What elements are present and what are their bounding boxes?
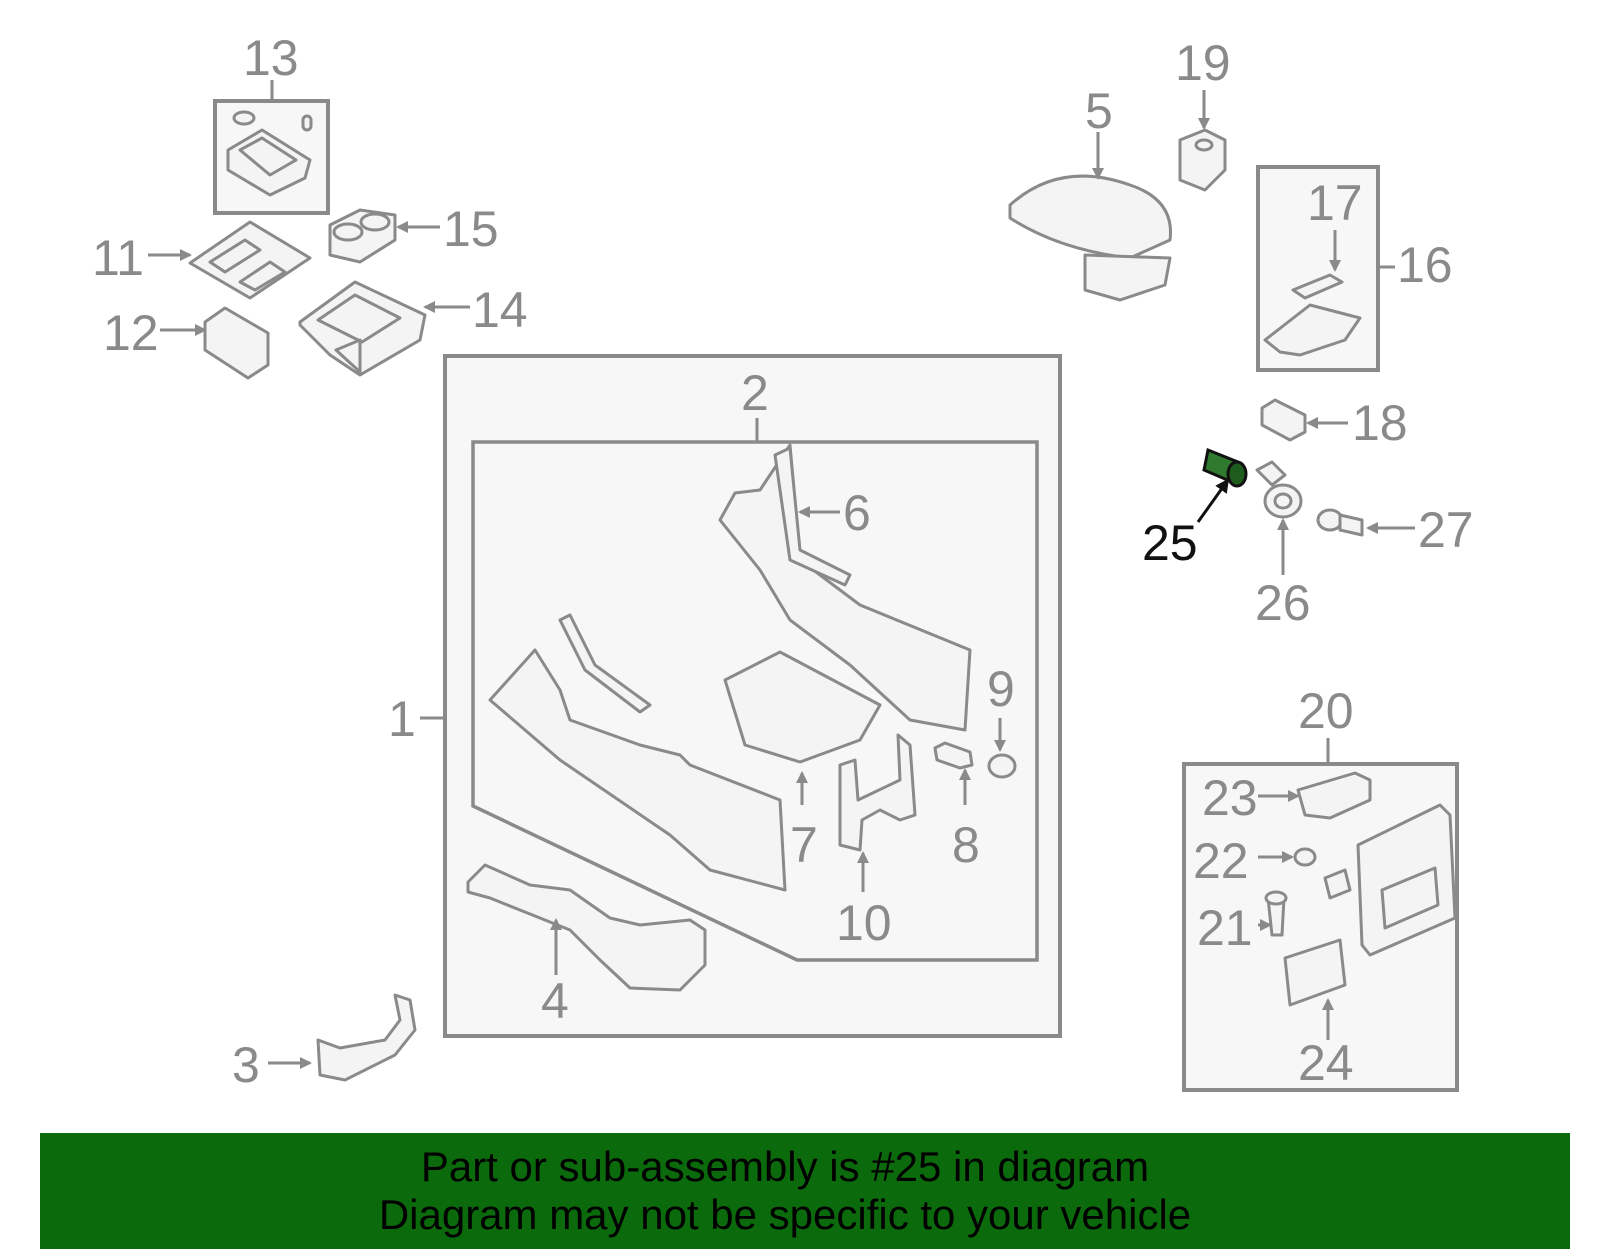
- callout-12: 12: [103, 305, 159, 361]
- part-3-bracket: [316, 993, 417, 1082]
- callout-6: 6: [843, 485, 871, 541]
- part-14-storage-tray: [298, 280, 427, 377]
- part-4-air-duct: [466, 863, 707, 992]
- part-12-switch: [203, 306, 270, 380]
- callout-17: 17: [1307, 175, 1363, 231]
- part-10-bracket: [838, 733, 917, 852]
- callout-8: 8: [952, 817, 980, 873]
- callout-5: 5: [1085, 83, 1113, 139]
- callout-21: 21: [1197, 900, 1253, 956]
- part-6-side-panel: [718, 443, 972, 732]
- callout-9: 9: [987, 661, 1015, 717]
- part-21-clip: [1264, 890, 1288, 937]
- callout-25: 25: [1142, 515, 1198, 571]
- part-15-cup-holder: [328, 208, 397, 264]
- callout-18: 18: [1352, 395, 1408, 451]
- callout-13: 13: [243, 30, 299, 86]
- part-13-shifter-trim: [226, 110, 313, 197]
- info-banner: Part or sub-assembly is #25 in diagram D…: [40, 1133, 1570, 1249]
- callout-16: 16: [1397, 237, 1453, 293]
- part-5-armrest: [1008, 174, 1172, 302]
- callout-24: 24: [1298, 1035, 1354, 1091]
- part-9-plug: [987, 753, 1017, 779]
- callout-4: 4: [541, 973, 569, 1029]
- callout-10: 10: [836, 895, 892, 951]
- banner-line-2: Diagram may not be specific to your vehi…: [378, 1191, 1192, 1238]
- part-25-power-socket: [1202, 447, 1248, 488]
- callout-3: 3: [232, 1037, 260, 1093]
- callout-22: 22: [1193, 833, 1249, 889]
- banner-line-1: Part or sub-assembly is #25 in diagram: [420, 1143, 1150, 1190]
- callout-11: 11: [92, 230, 144, 286]
- callout-14: 14: [472, 282, 528, 338]
- callout-19: 19: [1175, 35, 1231, 91]
- part-20-rear-panel: [1323, 803, 1457, 957]
- part-7-storage-bin: [723, 650, 882, 764]
- part-16-bracket: [1263, 273, 1362, 357]
- part-23-switch: [1296, 771, 1372, 820]
- part-22-grommet: [1293, 847, 1317, 867]
- callout-15: 15: [443, 201, 499, 257]
- part-11-trim-plate: [188, 220, 312, 300]
- callout-1: 1: [388, 691, 416, 747]
- part-8-button: [933, 741, 974, 770]
- part-19-switch: [1178, 128, 1227, 192]
- part-27-push-clip: [1316, 508, 1364, 537]
- callout-20: 20: [1298, 683, 1354, 739]
- callout-2: 2: [741, 365, 769, 421]
- callout-26: 26: [1255, 575, 1311, 631]
- callout-23: 23: [1202, 770, 1258, 826]
- part-24-module: [1283, 938, 1347, 1007]
- part-26-socket-ring: [1255, 460, 1303, 519]
- callout-27: 27: [1418, 502, 1474, 558]
- callout-7: 7: [790, 817, 818, 873]
- part-2-console-shell: [488, 613, 787, 892]
- part-18-clip: [1260, 398, 1307, 442]
